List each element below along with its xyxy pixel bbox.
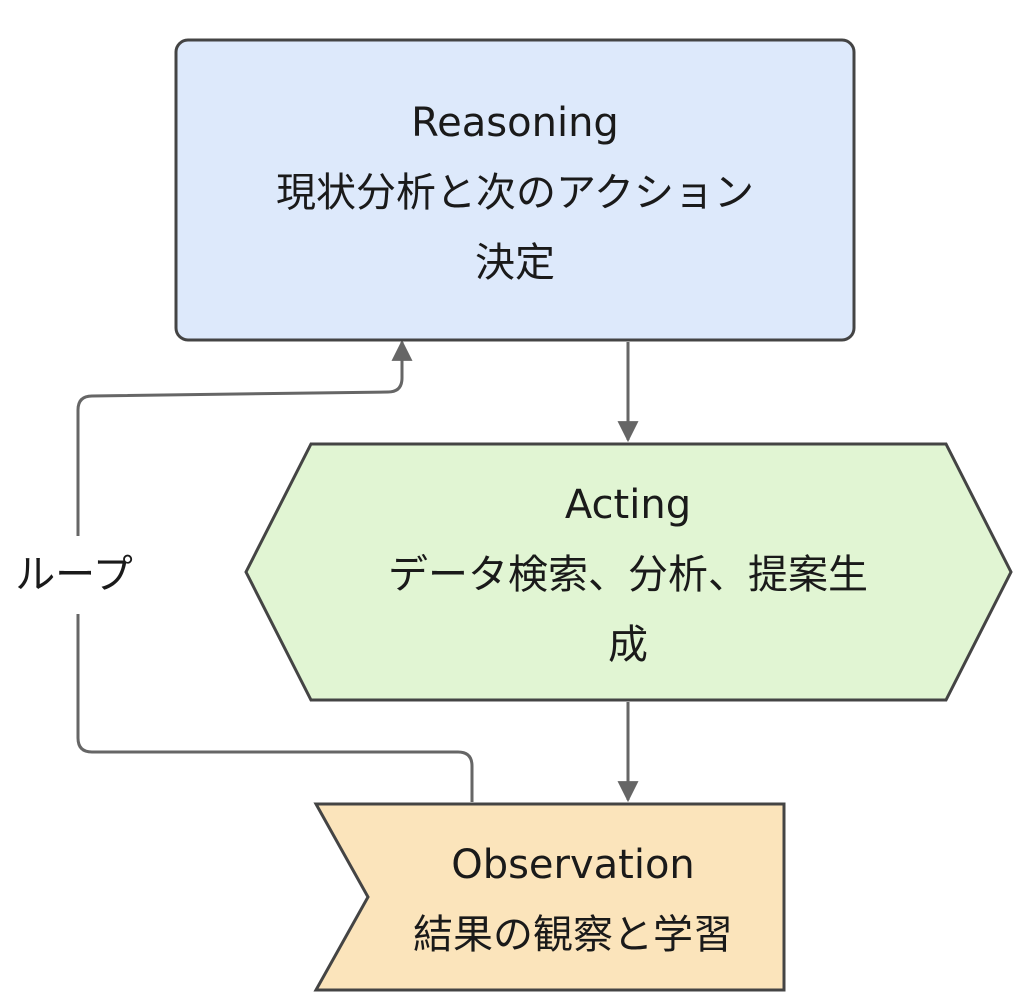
reasoning-line-2: 現状分析と次のアクション — [276, 170, 754, 216]
loop-label-bg — [10, 536, 144, 614]
node-acting: Acting データ検索、分析、提案生 成 — [244, 442, 1013, 702]
reasoning-box — [174, 38, 856, 342]
acting-title: Acting — [565, 482, 691, 528]
acting-hexagon — [244, 442, 1013, 702]
reasoning-line-3: 決定 — [475, 240, 555, 286]
node-observation: Observation 結果の観察と学習 — [313, 802, 786, 992]
acting-line-3: 成 — [608, 622, 648, 668]
observation-flag — [313, 802, 786, 992]
observation-line-2: 結果の観察と学習 — [413, 912, 733, 958]
observation-title: Observation — [451, 842, 695, 888]
acting-line-2: データ検索、分析、提案生 — [388, 552, 868, 598]
loop-label: ループ — [15, 552, 133, 598]
reasoning-title: Reasoning — [411, 100, 619, 146]
node-reasoning: Reasoning 現状分析と次のアクション 決定 — [174, 38, 856, 342]
